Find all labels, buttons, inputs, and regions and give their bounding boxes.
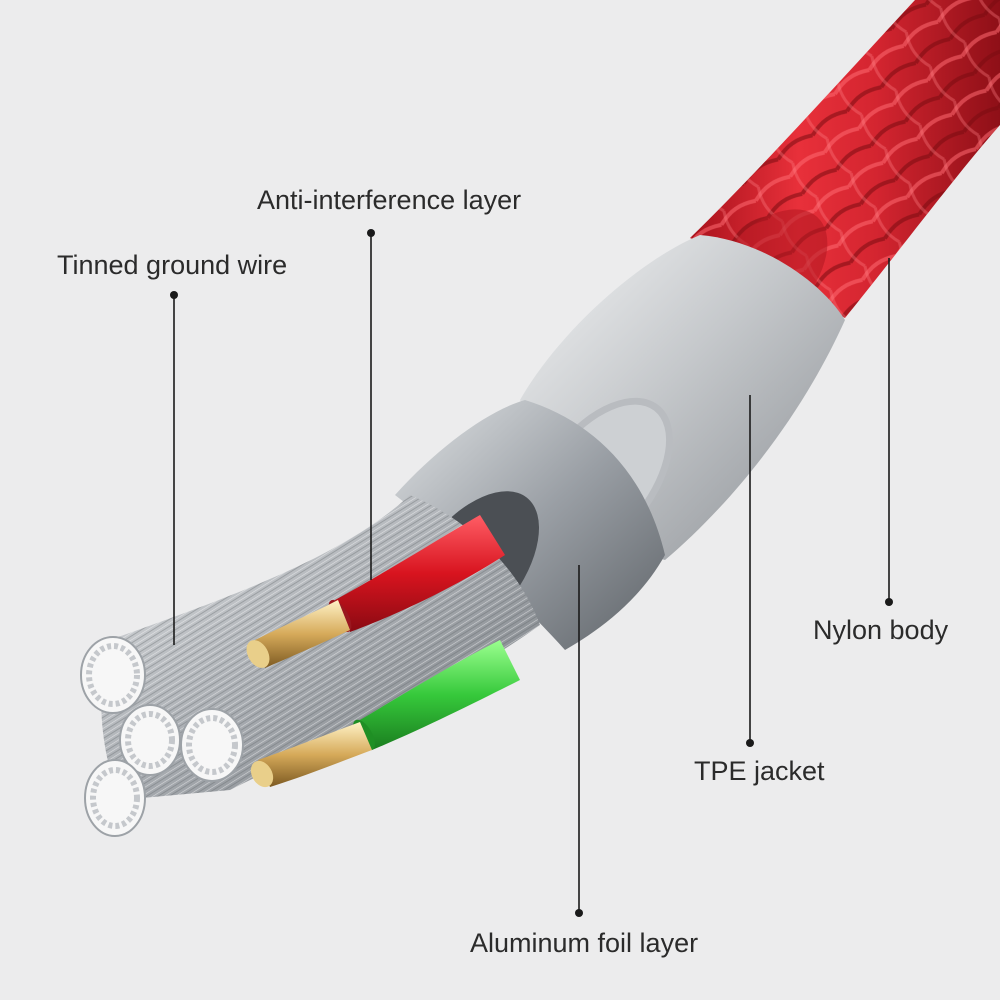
red-wire — [246, 515, 505, 668]
leader-nylon-body — [885, 258, 893, 606]
tpe-jacket-label: TPE jacket — [694, 756, 825, 786]
green-wire — [250, 640, 520, 788]
leader-tinned-ground — [170, 291, 178, 645]
strand-end-faces — [80, 636, 244, 837]
leader-aluminum-foil — [575, 565, 583, 917]
leader-tpe-jacket — [746, 395, 754, 747]
aluminum-foil-layer-label: Aluminum foil layer — [470, 928, 699, 958]
anti-interference-layer-label: Anti-interference layer — [257, 185, 522, 215]
leader-anti-interference — [367, 229, 375, 580]
tinned-ground-wire-label: Tinned ground wire — [57, 250, 288, 280]
nylon-body-label: Nylon body — [813, 615, 949, 645]
